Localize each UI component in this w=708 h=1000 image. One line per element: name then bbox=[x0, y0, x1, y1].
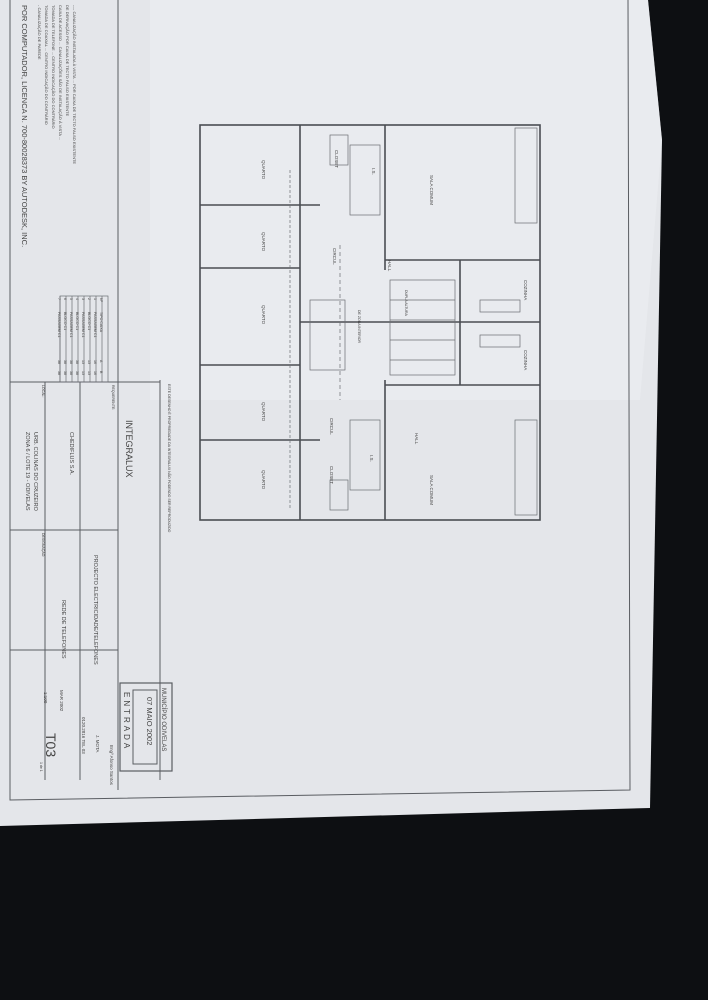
room-label: CIRCUL bbox=[332, 248, 337, 265]
sheet-number: T03 bbox=[43, 733, 59, 757]
table-cell: 38 bbox=[69, 371, 73, 375]
table-cell: 5 bbox=[69, 298, 73, 300]
table-cell: 2 bbox=[87, 298, 91, 300]
subject: REDE DE TELEFONES bbox=[60, 600, 66, 659]
room-label: QUARTO bbox=[261, 470, 266, 490]
client-name: CHEDIFLUS S.A. bbox=[68, 432, 74, 476]
title-block: INTEGRALUX REQUERENTE: CHEDIFLUS S.A. LO… bbox=[24, 385, 134, 786]
stamp-municipality: MUNICÍPIO ODIVELAS bbox=[160, 688, 167, 751]
table-cell: BLOCO C1 bbox=[75, 312, 79, 330]
table-cell: BLOCO C1 bbox=[87, 312, 91, 330]
notes: TOMADA DE TELEFONE ... CENTRO INDICAÇÃO … bbox=[51, 5, 56, 129]
table-cell: 38 bbox=[75, 371, 79, 375]
table-cell: 16 bbox=[93, 360, 97, 364]
drawing-date: MAR 2002 bbox=[59, 690, 64, 712]
license-text: POR COMPUTADOR, LICENCA N. 700-80028373 … bbox=[20, 5, 29, 247]
room-label: CLOSET bbox=[329, 466, 334, 484]
floor-plan bbox=[199, 124, 541, 521]
paper-shadow-fold bbox=[150, 0, 662, 400]
room-label: I.S. bbox=[369, 455, 374, 462]
engineer: Engº Afonso Santos bbox=[109, 745, 114, 786]
table-cell: 38 bbox=[75, 360, 79, 364]
location-label: LOCAL: bbox=[41, 385, 45, 397]
table-cell: 16 bbox=[93, 371, 97, 375]
table-cell: 13 bbox=[81, 371, 85, 375]
room-label: QUARTO bbox=[261, 232, 266, 252]
table-header: TIPO CAIXA bbox=[99, 312, 103, 333]
room-label: QUARTO bbox=[261, 402, 266, 422]
stamp-date: 07 MAIO 2002 bbox=[145, 697, 154, 745]
room-label: SALA COMUM bbox=[429, 475, 434, 505]
table-cell: 38 bbox=[57, 371, 61, 375]
table-header: A bbox=[99, 360, 103, 363]
table-cell: 38 bbox=[63, 371, 67, 375]
room-label: QUARTO bbox=[261, 160, 266, 180]
project-title: PROJECTO ELECTRICIDADE/TELEFONES bbox=[92, 555, 98, 665]
room-label: HALL bbox=[414, 433, 419, 445]
drawing-frame bbox=[9, 0, 631, 801]
room-label: COZINHA bbox=[523, 280, 528, 300]
ownership-note: ESTE DESENHO É PROPRIEDADE DA INTEGRALUX… bbox=[167, 384, 172, 533]
sheet-count: 1 de 1 bbox=[39, 762, 43, 772]
client-label: REQUERENTE: bbox=[111, 385, 115, 410]
drawing-scale: 1:100 bbox=[43, 692, 48, 704]
room-label: DUPLA ALTURA bbox=[404, 290, 408, 316]
table-cell: PASSAGEM C1 bbox=[93, 312, 97, 338]
table-cell: 38 bbox=[63, 360, 67, 364]
table-cell: 4 bbox=[75, 298, 79, 300]
table-cell: 6 bbox=[63, 298, 67, 300]
table-cell: PASSAGEM C1 bbox=[57, 312, 61, 338]
drawn-by: J. MOTA bbox=[95, 735, 100, 752]
notes: ---- CANALIZAÇÃO INSTALADA À VISTA ... P… bbox=[72, 5, 77, 164]
table-cell: 13 bbox=[87, 371, 91, 375]
note-line: ---- CANALIZAÇÃO INSTALADA À VISTA ... P… bbox=[72, 5, 77, 164]
room-label: QUARTO bbox=[261, 305, 266, 325]
table-header: B bbox=[99, 371, 103, 374]
note-line: DE DERIVAÇÃO POR CAIXA DE TECTO FALSO EX… bbox=[65, 5, 70, 116]
room-label: HALL bbox=[387, 260, 392, 272]
table-cell: 13 bbox=[81, 360, 85, 364]
table-cell: BLOCO C1 bbox=[63, 312, 67, 330]
room-labels: SALA COMUM SALA COMUM QUARTO QUARTO QUAR… bbox=[167, 150, 528, 533]
table-cell: PASSAGEM C1 bbox=[81, 312, 85, 338]
note-line: TOMADA DE COAXIAL ... CENTRO INDICAÇÃO D… bbox=[44, 5, 49, 125]
room-label: CLOSET bbox=[334, 150, 339, 168]
room-label: I.S. bbox=[371, 168, 376, 175]
drawing-ref: 0120.2816 TEL 03 bbox=[81, 717, 86, 754]
notes: TOMADA DE COAXIAL ... CENTRO INDICAÇÃO D… bbox=[44, 5, 49, 125]
table-cell: 1 bbox=[93, 298, 97, 300]
table-cell: 38 bbox=[57, 360, 61, 364]
room-label: DE ZONA INTERIOR bbox=[357, 310, 361, 344]
note-line: TOMADA DE TELEFONE ... CENTRO INDICAÇÃO … bbox=[51, 5, 56, 129]
table-cell: 7 bbox=[57, 298, 61, 300]
room-label: COZINHA bbox=[523, 350, 528, 370]
location-line: URB. COLINAS DO CRUZEIRO bbox=[32, 432, 38, 512]
stamp-label: ENTRADA bbox=[122, 692, 131, 751]
location-line: ZONA 6 / LOTE 19 - ODIVELAS bbox=[24, 432, 30, 511]
firm-name: INTEGRALUX bbox=[124, 420, 134, 478]
notes: DE DERIVAÇÃO POR CAIXA DE TECTO FALSO EX… bbox=[65, 5, 70, 116]
room-label: CIRCUL bbox=[329, 418, 334, 435]
note-line: CAIXA DE ACESSO ... CANALIZAÇÕES SÃO DE … bbox=[58, 5, 63, 140]
table-cell: 38 bbox=[69, 360, 73, 364]
table-cell: 13 bbox=[87, 360, 91, 364]
municipal-stamp: MUNICÍPIO ODIVELAS 07 MAIO 2002 ENTRADA bbox=[119, 682, 173, 772]
license-line: POR COMPUTADOR, LICENCA N. 700-80028373 … bbox=[20, 5, 29, 247]
room-label: SALA COMUM bbox=[429, 175, 434, 205]
table-cell: 3 bbox=[81, 298, 85, 300]
table-cell: PASSAGEM C1 bbox=[69, 312, 73, 338]
notes: CAIXA DE ACESSO ... CANALIZAÇÕES SÃO DE … bbox=[58, 5, 63, 140]
subject-label: DESIGNAÇÃO: bbox=[41, 533, 46, 557]
table-header: Nº bbox=[99, 298, 103, 303]
notes: - CANALIZAÇÃO DE PAREDE bbox=[37, 5, 42, 60]
note-line: - CANALIZAÇÃO DE PAREDE bbox=[37, 5, 42, 60]
